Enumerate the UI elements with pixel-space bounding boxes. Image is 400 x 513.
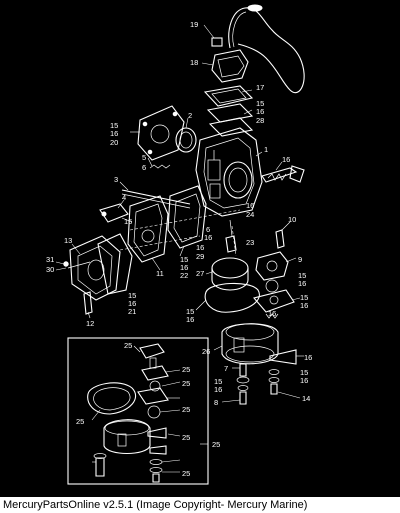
callout-26: 26 <box>202 347 210 356</box>
callout-16-float: 16 <box>196 243 204 252</box>
callout-31: 31 <box>46 255 54 264</box>
idle-mixture-screw <box>261 167 298 183</box>
solenoid-18 <box>211 49 249 83</box>
inset-detail-box <box>67 337 209 485</box>
callout-25-a: 25 <box>124 341 132 350</box>
jet-holder-9 <box>255 251 289 281</box>
callout-16-r2: 16 <box>300 301 308 310</box>
link-arm-4 <box>99 203 129 223</box>
callout-14: 14 <box>302 394 310 403</box>
callout-24: 24 <box>246 210 254 219</box>
callout-23: 23 <box>246 238 254 247</box>
callout-11: 11 <box>156 269 164 278</box>
screw-14 <box>270 383 278 395</box>
inset-gasket <box>87 382 137 415</box>
callout-7: 7 <box>224 364 228 373</box>
callout-16-bowl: 16 <box>268 309 276 318</box>
callout-15-left: 15 <box>110 121 118 130</box>
callout-10: 10 <box>288 215 296 224</box>
carburetor-body-1 <box>195 127 263 217</box>
callout-16-link: 16 <box>124 217 132 226</box>
callout-25-d: 25 <box>182 405 190 414</box>
fuel-fitting-19 <box>211 37 223 47</box>
callout-15-top: 15 <box>256 99 264 108</box>
jet-plate-right <box>253 289 295 313</box>
callout-13: 13 <box>64 236 72 245</box>
callout-25-c: 25 <box>182 379 190 388</box>
callout-3: 3 <box>114 175 118 184</box>
callout-9: 9 <box>298 255 302 264</box>
plate-28 <box>208 117 254 137</box>
hose-end-fitting <box>247 4 263 12</box>
float-chamber-11 <box>127 195 169 263</box>
callout-16-gasket: 16 <box>180 263 188 272</box>
gasket-15-top <box>206 103 254 123</box>
callout-27: 27 <box>196 269 204 278</box>
mounting-plate-21 <box>69 235 121 301</box>
exploded-parts-diagram: 19 18 17 15 16 28 15 16 20 2 5 6 1 16 3 … <box>0 0 400 497</box>
bowl-gasket <box>204 282 260 313</box>
callout-2: 2 <box>188 111 192 120</box>
callout-15-r1: 15 <box>298 271 306 280</box>
callout-28: 28 <box>256 116 264 125</box>
callout-16-right-low: 16 <box>300 376 308 385</box>
drain-screw-cone <box>269 349 297 365</box>
callout-4: 4 <box>122 193 126 202</box>
screw-7 <box>239 363 247 377</box>
callout-16-mount: 16 <box>128 299 136 308</box>
fuel-hose-inner <box>232 11 247 48</box>
callout-22: 22 <box>180 271 188 280</box>
callout-16-low: 16 <box>214 385 222 394</box>
float-27 <box>211 257 249 279</box>
callout-15-right-low: 15 <box>300 368 308 377</box>
cover-plate-20 <box>137 105 185 161</box>
callout-16-left: 16 <box>110 129 118 138</box>
callout-20: 20 <box>110 138 118 147</box>
screw-10 <box>275 229 285 249</box>
gasket-17 <box>203 85 254 107</box>
screw-8 <box>239 391 247 405</box>
callout-16-top: 16 <box>256 107 264 116</box>
callout-16-r1: 16 <box>298 279 306 288</box>
callout-25-b: 25 <box>182 365 190 374</box>
screw-12 <box>83 291 93 315</box>
fuel-hose <box>228 7 305 93</box>
callout-17: 17 <box>256 83 264 92</box>
inset-float-bowl <box>103 419 151 455</box>
callout-15-gasket: 15 <box>180 255 188 264</box>
callout-1: 1 <box>264 145 268 154</box>
o-ring-right <box>265 279 279 293</box>
callout-21: 21 <box>128 307 136 316</box>
callout-16-mid: 16 <box>246 201 254 210</box>
callout-25-e: 25 <box>76 417 84 426</box>
callout-6: 6 <box>142 163 146 172</box>
callout-6-mid: 6 <box>206 225 210 234</box>
spring-5 <box>149 164 171 169</box>
plate-13-gasket <box>97 233 133 295</box>
copyright-caption: MercuryPartsOnline v2.5.1 (Image Copyrig… <box>0 497 400 513</box>
callout-5: 5 <box>142 153 146 162</box>
callout-25-f: 25 <box>182 433 190 442</box>
callout-19: 19 <box>190 20 198 29</box>
callout-16-plate: 16 <box>186 315 194 324</box>
callout-15-mount: 15 <box>128 291 136 300</box>
callout-25-h: 25 <box>182 469 190 478</box>
callout-18: 18 <box>190 58 198 67</box>
callout-15-low: 15 <box>214 377 222 386</box>
callout-25-g: 25 <box>212 440 220 449</box>
callout-15-r2: 15 <box>300 293 308 302</box>
diaphragm-2 <box>175 127 197 153</box>
callout-30: 30 <box>46 265 54 274</box>
callout-8: 8 <box>214 398 218 407</box>
gasket-22 <box>167 185 207 249</box>
callout-16-needle: 16 <box>204 233 212 242</box>
callout-12: 12 <box>86 319 94 328</box>
float-needle-23 <box>225 235 237 253</box>
callout-16-idle: 16 <box>282 155 290 164</box>
callout-29: 29 <box>196 252 204 261</box>
callout-16-drain: 16 <box>304 353 312 362</box>
callout-15-plate: 15 <box>186 307 194 316</box>
